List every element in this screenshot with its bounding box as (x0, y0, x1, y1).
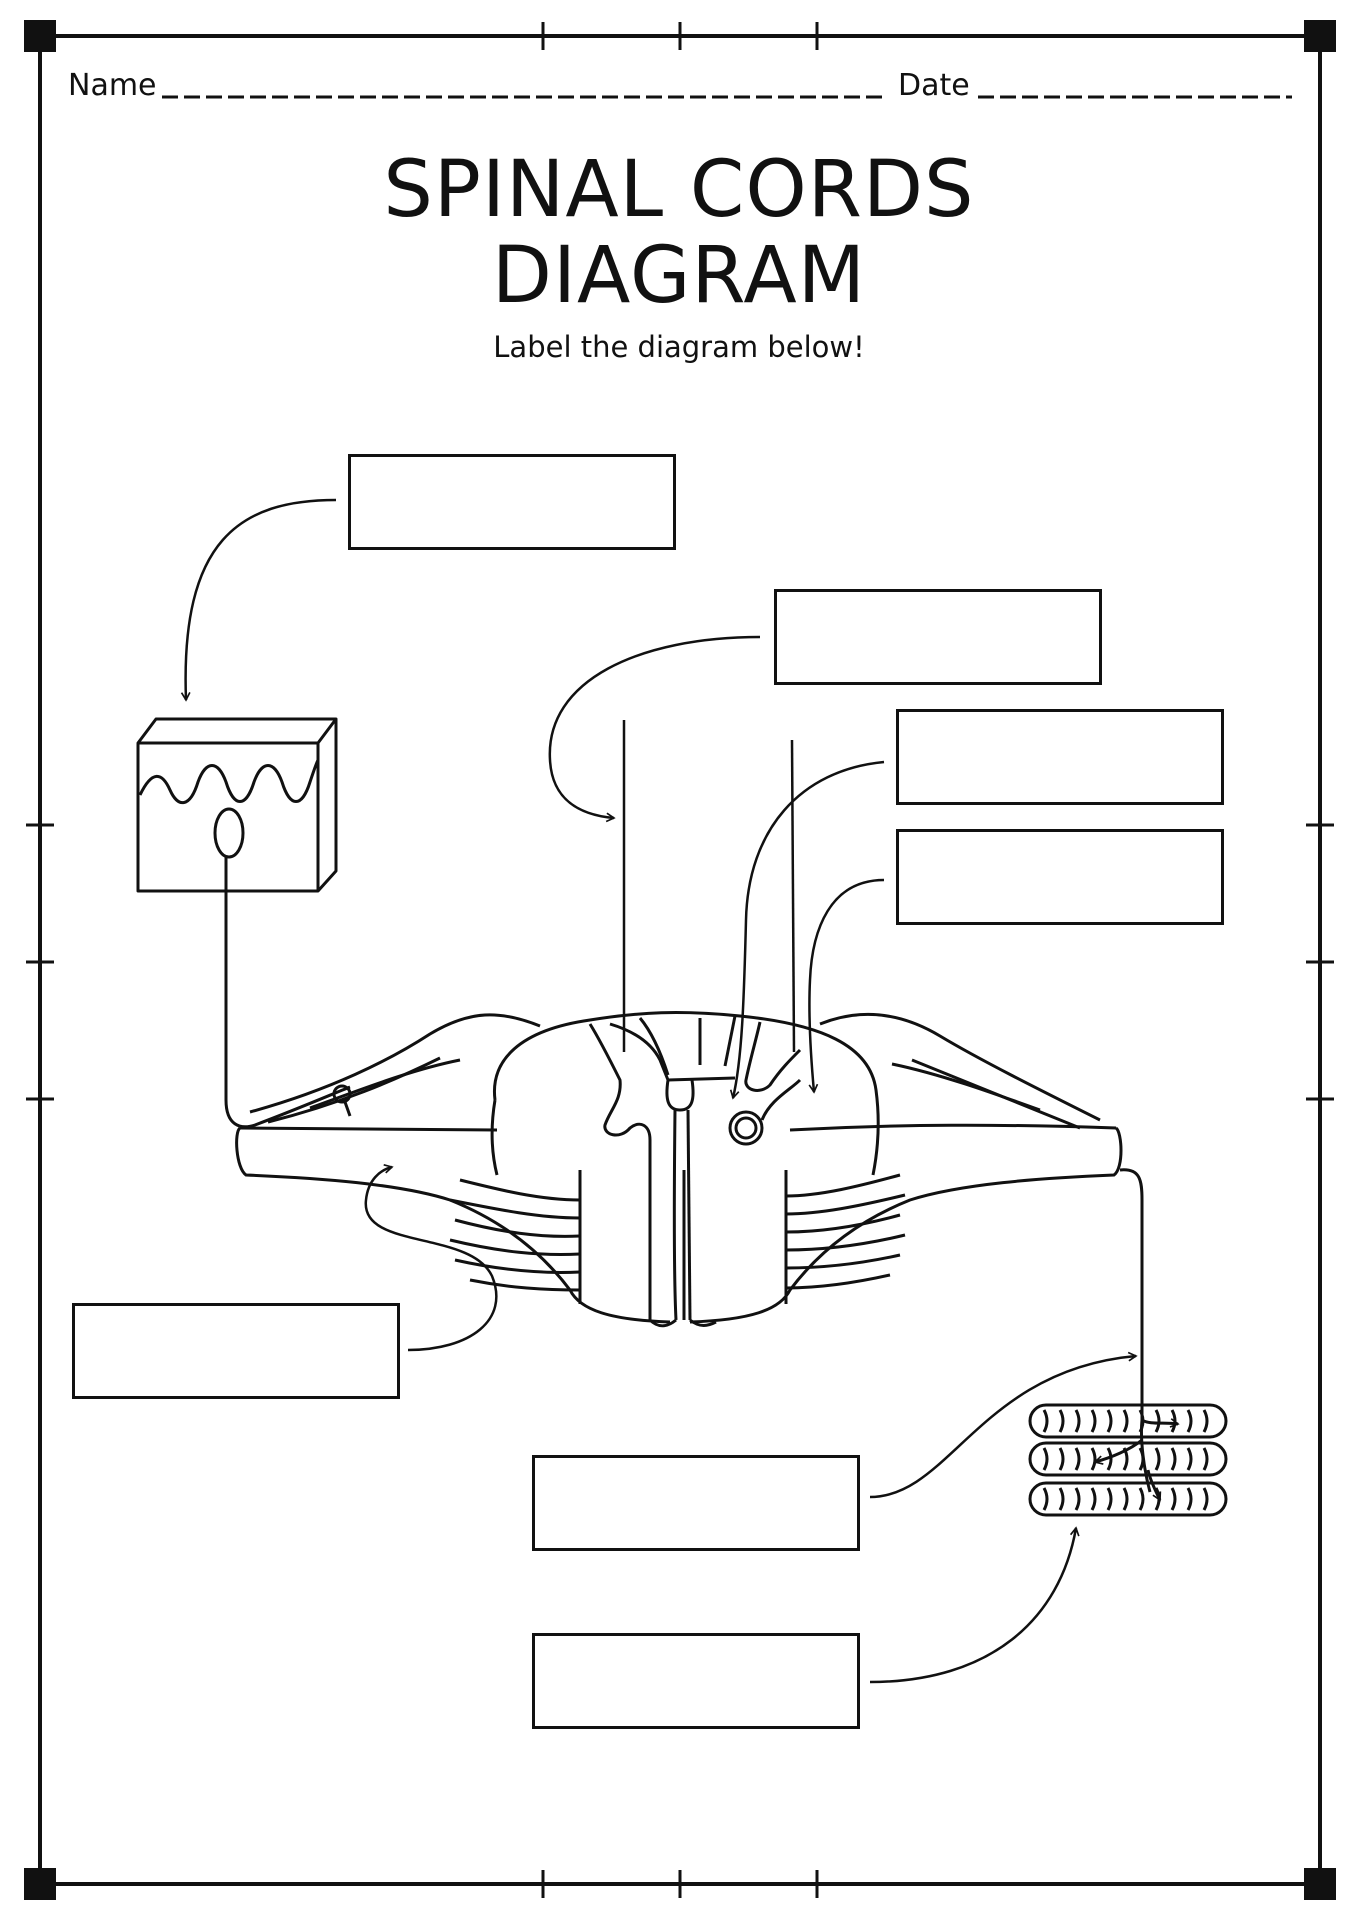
label-box-dorsal-root-ganglion[interactable] (896, 709, 1224, 805)
pointer-arrows (186, 498, 1136, 1684)
sensory-neuron-fiber (224, 857, 351, 1129)
label-box-skin[interactable] (348, 454, 676, 550)
page-title-line1: SPINAL CORDS (383, 145, 975, 235)
name-label: Name (68, 68, 157, 103)
spinal-cord-body (235, 1011, 1123, 1328)
skin-block (136, 717, 338, 893)
ventral-root-striations-right (784, 1170, 906, 1304)
date-label: Date (898, 68, 970, 103)
frame-corner-squares (24, 20, 1336, 1900)
muscle-fibers (1028, 1403, 1228, 1517)
frame-tick-marks (26, 22, 1334, 1898)
page-title-line2: DIAGRAM (491, 231, 867, 321)
ventral-root-striations-left (449, 1170, 582, 1304)
label-box-muscle[interactable] (532, 1633, 860, 1729)
page-subtitle: Label the diagram below! (493, 330, 865, 364)
label-box-grey-matter[interactable] (896, 829, 1224, 925)
label-box-dorsal-horn[interactable] (774, 589, 1102, 685)
label-box-spinal-nerve[interactable] (72, 1303, 400, 1399)
label-box-motor-neuron[interactable] (532, 1455, 860, 1551)
